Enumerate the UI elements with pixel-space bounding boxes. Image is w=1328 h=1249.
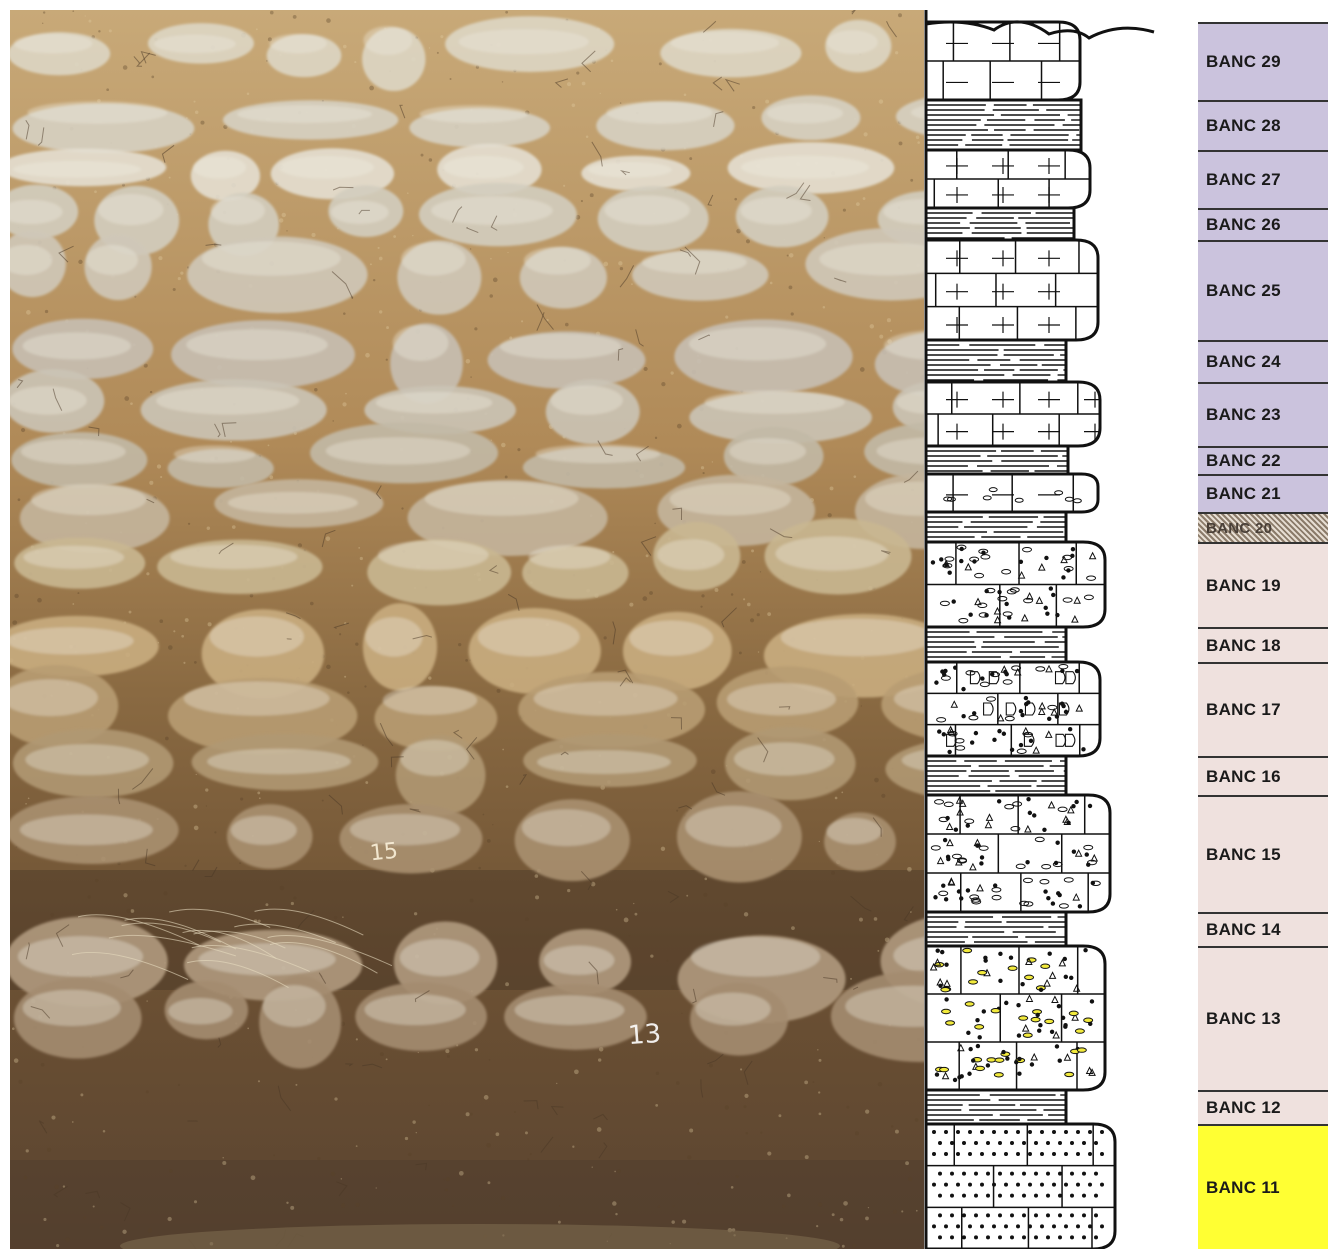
outcrop-photo-drawing	[10, 10, 924, 1249]
column-bed	[926, 542, 1105, 627]
bed-label: BANC 15	[1198, 795, 1328, 912]
column-bed	[926, 208, 1074, 240]
bed-label: BANC 12	[1198, 1090, 1328, 1124]
bed-label: BANC 16	[1198, 756, 1328, 795]
column-bed	[926, 150, 1090, 208]
column-bed	[926, 240, 1098, 340]
bed-label: BANC 14	[1198, 912, 1328, 946]
bed-label: BANC 17	[1198, 662, 1328, 756]
bed-label: BANC 22	[1198, 446, 1328, 474]
bed-label: BANC 26	[1198, 208, 1328, 240]
bed-label-column: BANC 29BANC 28BANC 27BANC 26BANC 25BANC …	[1198, 0, 1328, 1249]
column-bed	[926, 627, 1066, 662]
stratigraphic-column	[924, 0, 1194, 1249]
outcrop-photo: 15 13	[10, 10, 924, 1249]
column-bed	[926, 756, 1066, 795]
bed-marking-15: 15	[369, 839, 399, 867]
bed-label: BANC 19	[1198, 542, 1328, 627]
column-bed	[926, 946, 1105, 1090]
column-bed	[926, 474, 1098, 512]
bed-label: BANC 20	[1198, 512, 1328, 542]
column-bed	[926, 795, 1110, 912]
bed-label: BANC 23	[1198, 382, 1328, 446]
bed-label: BANC 28	[1198, 100, 1328, 150]
column-bed	[926, 662, 1100, 756]
bed-marking-13: 13	[627, 1019, 662, 1051]
column-bed	[926, 912, 1066, 946]
bed-label: BANC 18	[1198, 627, 1328, 662]
bed-label: BANC 24	[1198, 340, 1328, 382]
bed-label: BANC 27	[1198, 150, 1328, 208]
bed-label: BANC 29	[1198, 22, 1328, 100]
column-bed	[926, 1124, 1115, 1249]
column-bed	[926, 100, 1081, 150]
column-bed	[926, 22, 1080, 100]
bed-label: BANC 25	[1198, 240, 1328, 340]
column-bed	[926, 1090, 1066, 1124]
column-bed	[926, 446, 1068, 474]
stratigraphic-column-drawing	[924, 0, 1194, 1249]
column-bed	[926, 382, 1106, 446]
bed-label: BANC 13	[1198, 946, 1328, 1090]
column-bed	[926, 512, 1066, 542]
column-bed	[926, 340, 1066, 382]
bed-label: BANC 21	[1198, 474, 1328, 512]
bed-label: BANC 11	[1198, 1124, 1328, 1249]
